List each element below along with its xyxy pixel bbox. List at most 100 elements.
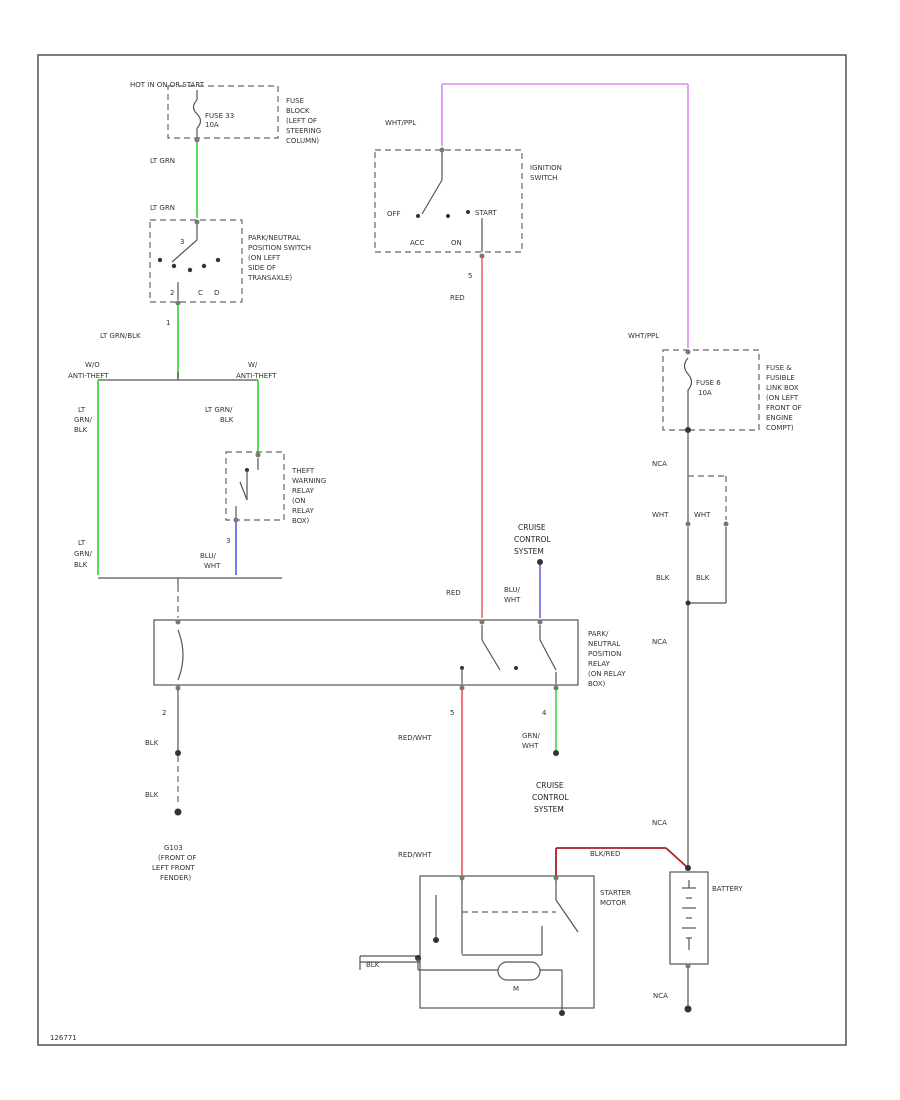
fuse-33-icon xyxy=(192,99,202,129)
fuse-33-label: FUSE 33 xyxy=(205,112,234,120)
ignition-switch-description: IGNITION SWITCH xyxy=(530,164,562,182)
svg-text:WHT: WHT xyxy=(504,596,521,604)
svg-text:CONTROL: CONTROL xyxy=(532,793,569,802)
svg-text:(ON: (ON xyxy=(292,497,305,505)
svg-text:RELAY: RELAY xyxy=(292,507,315,515)
pnp-switch-box xyxy=(149,219,243,303)
wire-label-nca-bottom: NCA xyxy=(653,992,668,1000)
wire-label-ltgrn-2: LT GRN xyxy=(150,204,175,212)
diagram-border xyxy=(37,54,847,1046)
footer-ref: 126771 xyxy=(50,1034,77,1042)
ground-g103-icon xyxy=(174,808,182,816)
svg-text:2: 2 xyxy=(170,289,174,297)
wire-label-blk-4: BLK xyxy=(696,574,710,582)
svg-text:TRANSAXLE): TRANSAXLE) xyxy=(247,274,292,282)
cruise-top-wire-label: BLU/ WHT xyxy=(504,586,521,604)
svg-text:WHT: WHT xyxy=(522,742,539,750)
left-wire-label-2: LT GRN/ BLK xyxy=(74,539,93,569)
battery-label: BATTERY xyxy=(712,885,743,893)
ignition-switch-box xyxy=(374,149,523,253)
svg-text:FUSE: FUSE xyxy=(286,97,304,105)
wire-label-redwht-1: RED/WHT xyxy=(398,734,432,742)
battery-icon xyxy=(682,880,696,950)
fuse-33-rating: 10A xyxy=(205,121,219,129)
svg-text:LINK BOX: LINK BOX xyxy=(766,384,799,392)
svg-text:(FRONT OF: (FRONT OF xyxy=(158,854,196,862)
wire-label-wht-2: WHT xyxy=(694,511,711,519)
svg-text:LEFT FRONT: LEFT FRONT xyxy=(152,864,195,872)
svg-text:OFF: OFF xyxy=(387,210,401,218)
svg-text:COMPT): COMPT) xyxy=(766,424,794,432)
motor-symbol xyxy=(497,961,541,981)
ground-id: G103 xyxy=(164,844,183,852)
svg-text:3: 3 xyxy=(180,238,184,246)
pn-relay-coil-icon xyxy=(177,629,184,681)
svg-text:FUSIBLE: FUSIBLE xyxy=(766,374,795,382)
svg-text:WHT: WHT xyxy=(204,562,221,570)
svg-text:FENDER): FENDER) xyxy=(160,874,191,882)
wire-label-blk-1: BLK xyxy=(145,739,159,747)
svg-text:LT GRN/: LT GRN/ xyxy=(205,406,233,414)
svg-text:GRN/: GRN/ xyxy=(74,550,93,558)
wire-label-nca-2: NCA xyxy=(652,638,667,646)
svg-text:COLUMN): COLUMN) xyxy=(286,137,319,145)
svg-text:STARTER: STARTER xyxy=(600,889,631,897)
svg-text:SIDE OF: SIDE OF xyxy=(248,264,276,272)
svg-text:RELAY: RELAY xyxy=(588,660,611,668)
svg-text:RELAY: RELAY xyxy=(292,487,315,495)
svg-text:ANTI-THEFT: ANTI-THEFT xyxy=(68,372,109,380)
svg-text:BLK: BLK xyxy=(220,416,234,424)
svg-text:1: 1 xyxy=(166,319,170,327)
svg-text:WARNING: WARNING xyxy=(292,477,326,485)
svg-text:MOTOR: MOTOR xyxy=(600,899,626,907)
svg-text:3: 3 xyxy=(226,537,230,545)
svg-text:LT: LT xyxy=(78,539,86,547)
theft-relay-box xyxy=(225,451,285,521)
svg-text:CRUISE: CRUISE xyxy=(518,523,546,532)
theft-relay-wire-out-label: BLU/ WHT xyxy=(200,552,221,570)
wire-label-ltgrn-1: LT GRN xyxy=(150,157,175,165)
svg-text:(ON RELAY: (ON RELAY xyxy=(588,670,626,678)
fuse-6-rating: 10A xyxy=(698,389,712,397)
svg-text:BLU/: BLU/ xyxy=(504,586,520,594)
wire-label-blkred: BLK/RED xyxy=(590,850,620,858)
svg-text:BOX): BOX) xyxy=(292,517,310,525)
starter-motor-box xyxy=(419,875,595,1009)
svg-text:FUSE &: FUSE & xyxy=(766,364,792,372)
svg-text:4: 4 xyxy=(542,709,547,717)
pn-relay-description: PARK/ NEUTRAL POSITION RELAY (ON RELAY B… xyxy=(588,630,626,688)
ignition-wire-top-label: WHT/PPL xyxy=(385,119,416,127)
fusible-wire-top-label: WHT/PPL xyxy=(628,332,659,340)
svg-text:D: D xyxy=(214,289,219,297)
svg-text:2: 2 xyxy=(162,709,166,717)
pn-relay-box xyxy=(153,619,579,686)
wire-label-grnwht: GRN/ WHT xyxy=(522,732,541,750)
svg-text:PARK/: PARK/ xyxy=(588,630,609,638)
left-wire-label-1: LT GRN/ BLK xyxy=(74,406,93,434)
svg-text:BOX): BOX) xyxy=(588,680,606,688)
svg-text:LT: LT xyxy=(78,406,86,414)
svg-text:PARK/NEUTRAL: PARK/NEUTRAL xyxy=(248,234,301,242)
fuse-block-description: FUSE BLOCK (LEFT OF STEERING COLUMN) xyxy=(286,97,321,145)
wire-label-red-1: RED xyxy=(450,294,465,302)
svg-text:GRN/: GRN/ xyxy=(522,732,541,740)
svg-text:POSITION SWITCH: POSITION SWITCH xyxy=(248,244,311,252)
splice-left-label: W/O xyxy=(85,361,100,369)
svg-text:SWITCH: SWITCH xyxy=(530,174,557,182)
svg-text:CONTROL: CONTROL xyxy=(514,535,551,544)
svg-text:(ON LEFT: (ON LEFT xyxy=(248,254,281,262)
svg-text:C: C xyxy=(198,289,203,297)
wire-label-redwht-2: RED/WHT xyxy=(398,851,432,859)
pnp-switch-description: PARK/NEUTRAL POSITION SWITCH (ON LEFT SI… xyxy=(247,234,311,282)
svg-text:IGNITION: IGNITION xyxy=(530,164,562,172)
theft-relay-wire-in-label: LT GRN/ BLK xyxy=(205,406,234,424)
svg-text:POSITION: POSITION xyxy=(588,650,621,658)
svg-text:GRN/: GRN/ xyxy=(74,416,93,424)
starter-motor-description: STARTER MOTOR xyxy=(600,889,631,907)
wire-label-blk-2: BLK xyxy=(145,791,159,799)
svg-text:FRONT OF: FRONT OF xyxy=(766,404,802,412)
fusible-link-description: FUSE & FUSIBLE LINK BOX (ON LEFT FRONT O… xyxy=(766,364,802,432)
fuse-6-label: FUSE 6 xyxy=(696,379,721,387)
wire-label-nca-1: NCA xyxy=(652,460,667,468)
